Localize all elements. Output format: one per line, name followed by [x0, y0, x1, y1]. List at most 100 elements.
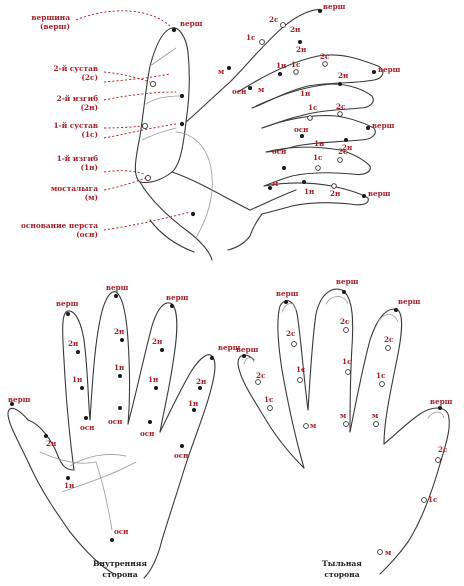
back-label-index-m: м [310, 421, 316, 430]
palm-wrist-base-dot [110, 538, 114, 542]
legend-tip-line2: (верш) [40, 22, 70, 31]
back-label-thumb-tip: верш [236, 345, 259, 354]
palm-pinky-tip-dot [210, 356, 214, 360]
side-pinky-bend2-dot [344, 138, 348, 142]
back-label-pinky-m: м [385, 548, 391, 557]
back-ring-1c-ring [379, 381, 385, 387]
caption-outer-line2: сторона [324, 570, 359, 579]
side-label-ring-tip: верш [378, 65, 401, 74]
back-pinky-2c-ring [435, 457, 441, 463]
back-label-ring-m: м [372, 411, 378, 420]
back-ring-m-ring [373, 421, 379, 427]
legend-joint1-line2: (1с) [81, 130, 98, 139]
side-label-ring-2n: 2н [338, 71, 349, 80]
side-label-ring-1c: 1с [291, 60, 301, 69]
side-label-middle-tip: верш [323, 2, 346, 11]
side-middle-tip-dot [318, 9, 322, 13]
palm-ring-base-dot [148, 420, 152, 424]
side-pinky-base-dot [300, 134, 304, 138]
back-label-thumb-1c: 1с [264, 395, 274, 404]
back-label-middle-m: м [340, 411, 346, 420]
caption-inner-line2: сторона [102, 570, 137, 579]
palm-middle-1n-dot [118, 374, 122, 378]
side-label-middle-2c: 2с [269, 15, 279, 24]
legend-joint2-line2: (2с) [81, 73, 98, 82]
side-label-pinky-tip: верш [372, 121, 395, 130]
side-index-tip-dot [171, 27, 177, 33]
back-label-index-tip: верш [276, 289, 299, 298]
side-label-low-2c: 2с [338, 147, 348, 156]
back-label-pinky-2c: 2с [438, 445, 448, 454]
side-low-bend-ring [331, 183, 337, 189]
side-label-middle-2n-b: 2н [296, 45, 307, 54]
legend-base-line2: (осн) [76, 230, 98, 239]
palm-index-base-dot [84, 416, 88, 420]
legend-joint2-line1: 2-й сустав [54, 64, 99, 73]
back-index-2c-ring [291, 341, 297, 347]
side-label-pinky-1n: 1н [314, 139, 325, 148]
palm-label-index-2n: 2н [68, 339, 79, 348]
side-base-dot-1 [248, 86, 252, 90]
side-low-tip-dot [362, 194, 366, 198]
side-label-pinky-base: осн [294, 125, 309, 134]
side-label-ring-1n: 1н [276, 61, 287, 70]
back-middle-2c-ring [343, 327, 349, 333]
caption-inner-line1: Внутренняя [93, 559, 147, 568]
legend-bend2-line1: 2-й изгиб [57, 94, 98, 103]
palm-pinky-1n-dot [192, 408, 196, 412]
side-index-joint1-ring [141, 122, 149, 130]
caption-outer-line1: Тыльная [322, 559, 362, 568]
back-label-ring-2c: 2с [384, 335, 394, 344]
side-low-joint2-ring [337, 157, 343, 163]
palm-index-1n-dot [80, 386, 84, 390]
back-label-middle-1c: 1с [342, 357, 352, 366]
palm-label-middle-base: осн [108, 417, 123, 426]
legend-tip-line1: вершина [31, 13, 70, 22]
legend-base-line1: основание перста [21, 221, 98, 230]
side-label-middle-1c: 1с [246, 33, 256, 42]
side-label-ring-1n-b: 1н [300, 89, 311, 98]
side-index-bend1-dot [179, 121, 185, 127]
side-ring-bend2-dot [338, 82, 342, 86]
palm-thumb-bend-dot [44, 434, 48, 438]
back-index-tip-dot [284, 300, 288, 304]
side-label-pinky-1c: 1с [308, 103, 318, 112]
side-view-hand [134, 9, 384, 261]
side-index-joint2-ring [149, 80, 157, 88]
side-label-low-1n: 1н [304, 187, 315, 196]
side-pinky-tip-dot [366, 126, 370, 130]
back-middle-1c-ring [345, 369, 351, 375]
back-thumb-tip-dot [242, 354, 246, 358]
back-label-middle-2c: 2с [340, 317, 350, 326]
side-finger-base-dot [190, 211, 196, 217]
side-pinky-joint1-ring [307, 115, 313, 121]
palm-thumb-tip-dot [10, 402, 14, 406]
side-view-labels: верш верш 2с 2н 1с 2н м осн 1н 1с 2с 2н … [180, 2, 401, 198]
palm-label-thumb-2n: 2н [46, 439, 57, 448]
back-hand [237, 288, 450, 575]
palm-label-thumb-1n: 1н [64, 481, 75, 490]
palm-label-index-base: осн [80, 423, 95, 432]
back-points [242, 290, 442, 555]
back-label-thumb-2c: 2с [256, 371, 266, 380]
side-label-low-1c: 1с [313, 153, 323, 162]
side-label-ring-m: м [258, 85, 264, 94]
side-label-tip: верш [180, 19, 203, 28]
side-thumb-base-ring [144, 174, 152, 182]
legend-bend2-line2: (2н) [80, 103, 98, 112]
palm-label-middle-1n: 1н [114, 363, 125, 372]
back-ring-tip-dot [394, 308, 398, 312]
side-label-middle-2n: 2н [290, 25, 301, 34]
palm-label-index-tip: верш [56, 299, 79, 308]
palm-middle-2n-dot [120, 338, 124, 342]
back-label-pinky-tip: верш [430, 397, 453, 406]
palm-ring-1n-dot [154, 386, 158, 390]
side-ring-joint1-ring [293, 69, 299, 75]
side-low-base-dot [282, 166, 286, 170]
palm-index-tip-dot [66, 312, 70, 316]
palm-thumb-base-dot [66, 476, 70, 480]
palm-label-middle-tip: верш [106, 283, 129, 292]
palm-label-pinky-tip: верш [218, 343, 241, 352]
side-label-ring-2c: 2с [320, 52, 330, 61]
